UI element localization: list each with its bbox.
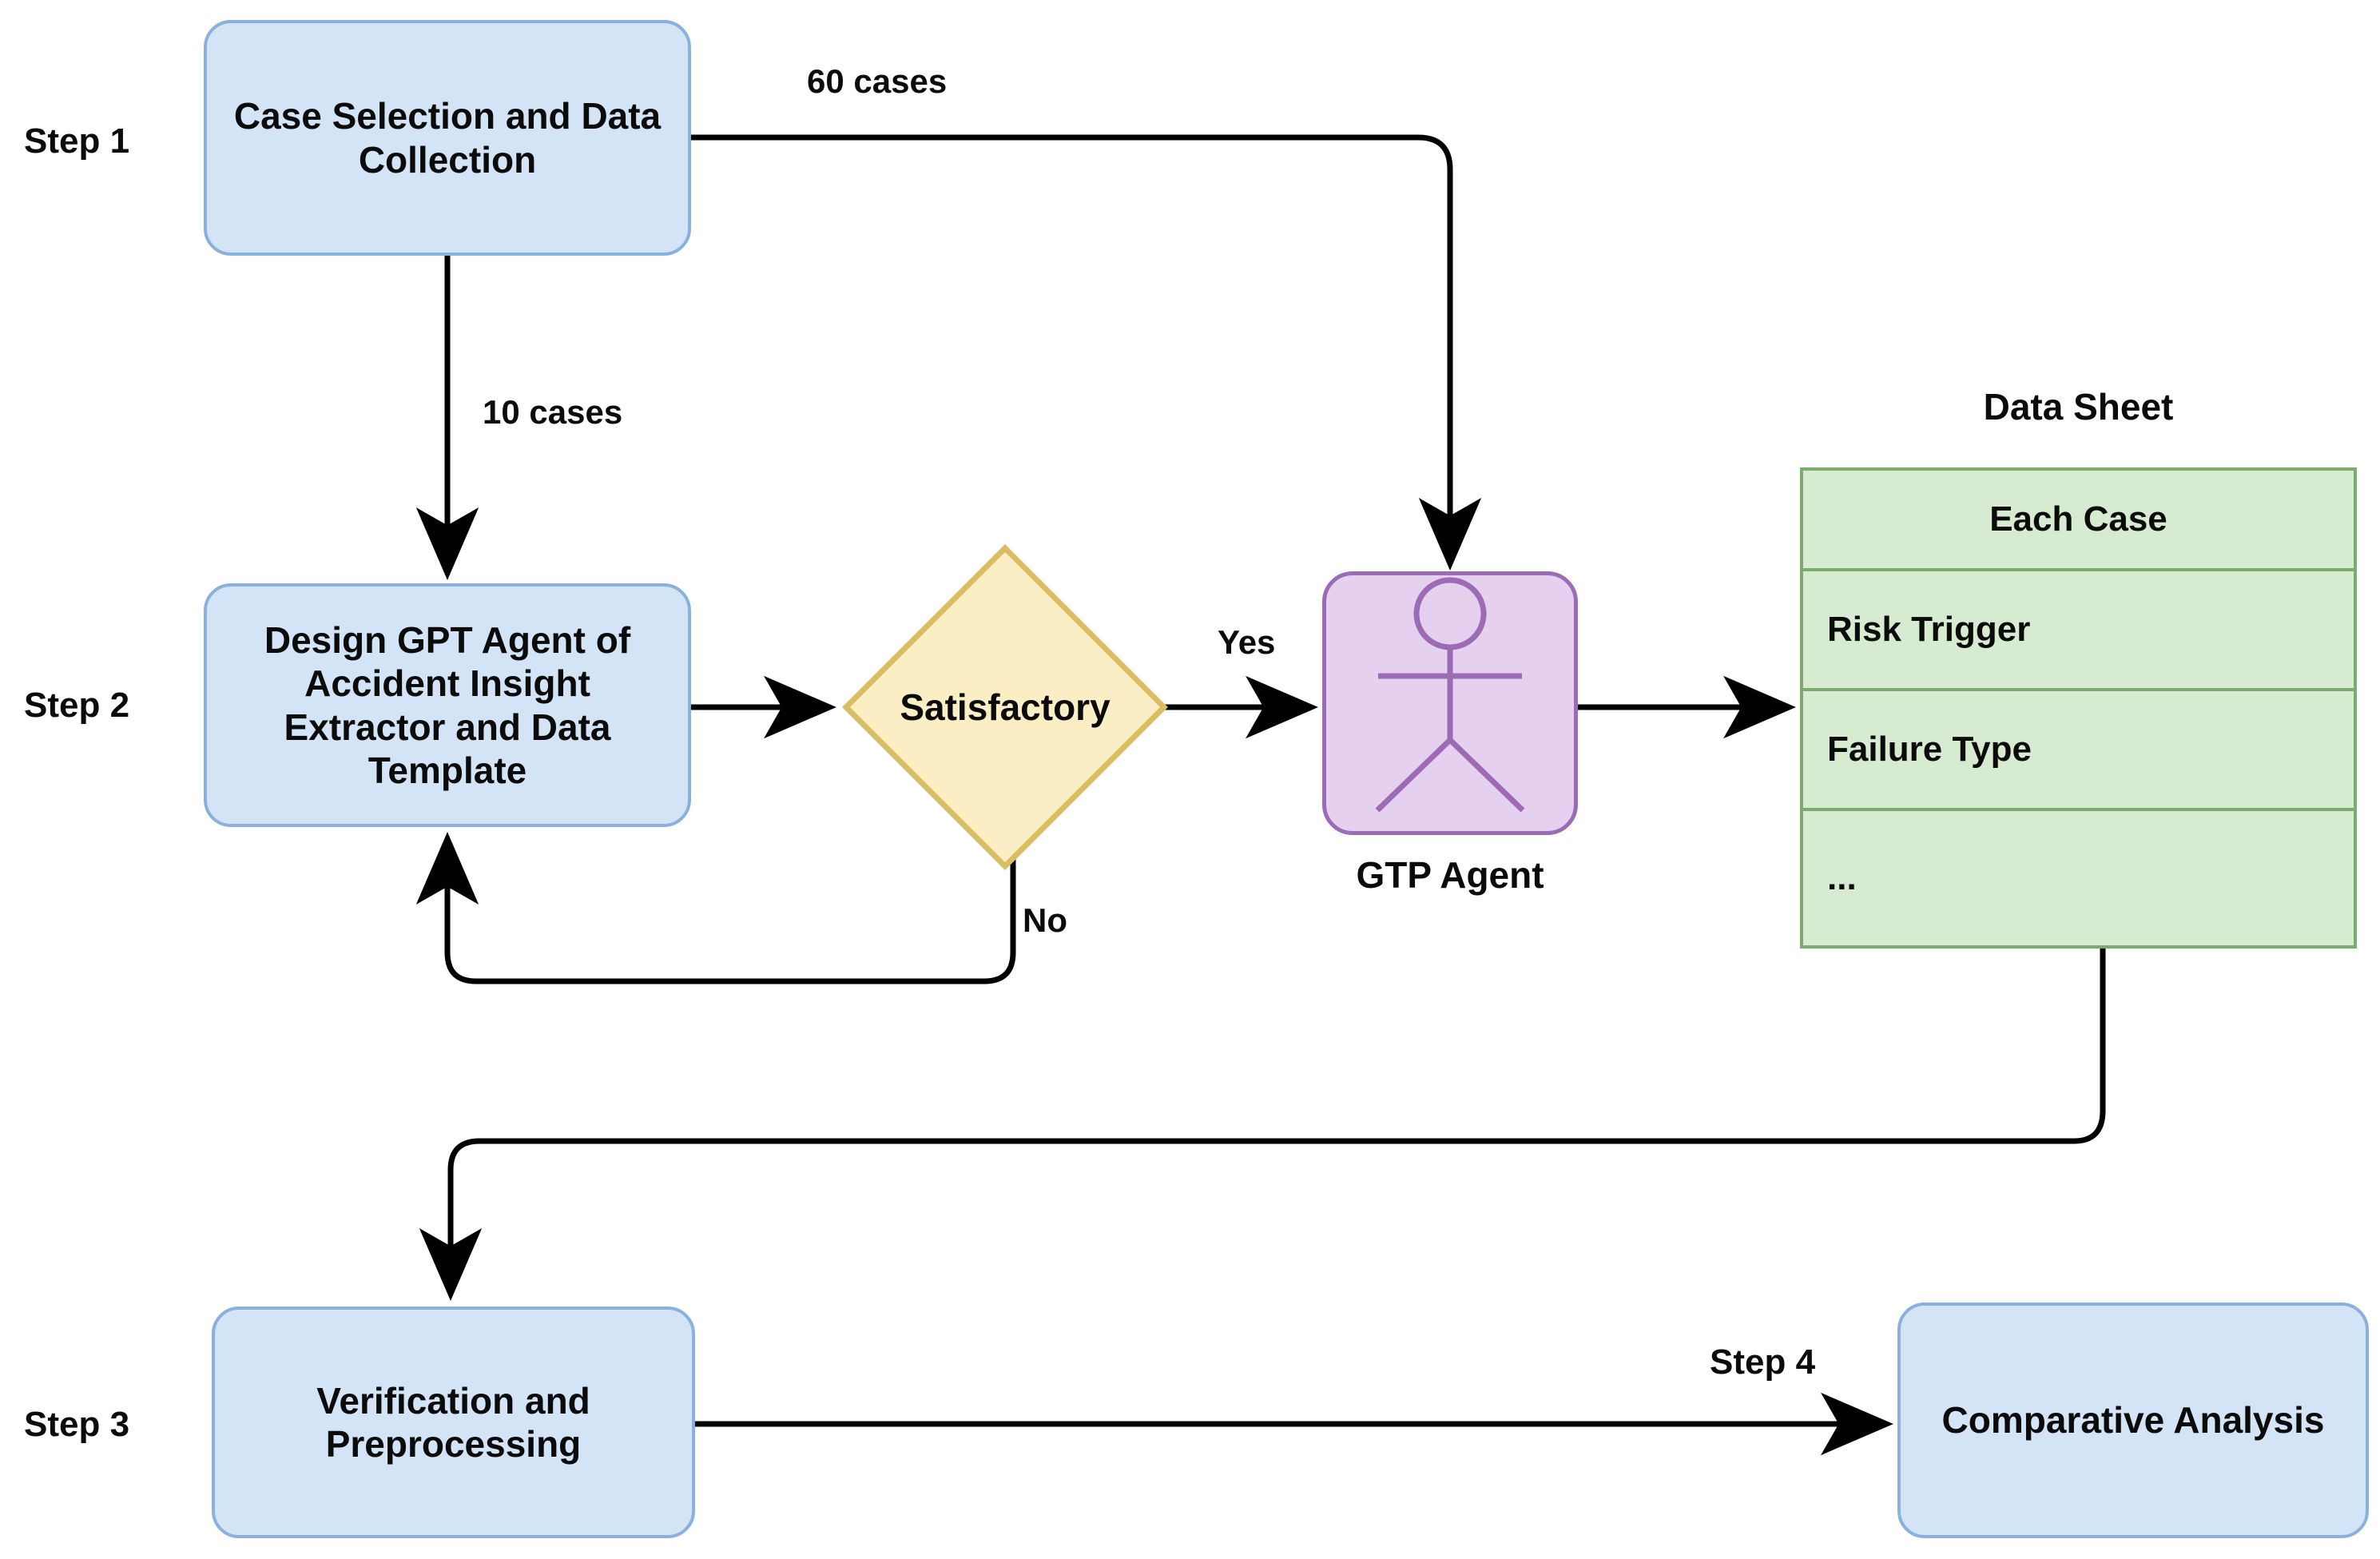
data-sheet-row[interactable]: Each Case xyxy=(1803,471,2354,571)
edge-label-no: No xyxy=(1023,901,1067,939)
node-design-gpt-agent[interactable]: Design GPT Agent of Accident Insight Ext… xyxy=(204,583,691,827)
node-case-selection-label: Case Selection and Data Collection xyxy=(233,95,662,181)
data-sheet-row[interactable]: Risk Trigger xyxy=(1803,571,2354,691)
node-verification-preprocessing-label: Verification and Preprocessing xyxy=(316,1379,590,1465)
node-comparative-analysis-label: Comparative Analysis xyxy=(1941,1399,2325,1442)
step-3-label: Step 3 xyxy=(24,1405,130,1444)
node-satisfactory-decision[interactable]: Satisfactory xyxy=(841,543,1169,871)
step-1-label: Step 1 xyxy=(24,121,130,161)
node-gpt-agent-caption: GTP Agent xyxy=(1356,854,1544,896)
step-2-label: Step 2 xyxy=(24,686,130,725)
node-satisfactory-label: Satisfactory xyxy=(900,686,1111,728)
data-sheet-row[interactable]: Failure Type xyxy=(1803,691,2354,811)
edge-label-yes: Yes xyxy=(1218,623,1276,661)
node-gpt-agent[interactable] xyxy=(1322,571,1578,835)
node-case-selection[interactable]: Case Selection and Data Collection xyxy=(204,20,691,256)
node-comparative-analysis[interactable]: Comparative Analysis xyxy=(1897,1302,2369,1538)
data-sheet-table: Each Case Risk Trigger Failure Type ... xyxy=(1800,467,2357,949)
stick-figure-icon xyxy=(1375,577,1525,813)
data-sheet-row[interactable]: ... xyxy=(1827,858,1857,897)
node-verification-preprocessing[interactable]: Verification and Preprocessing xyxy=(212,1306,695,1538)
edge-data-sheet-to-verification xyxy=(419,949,2106,1301)
edge-label-10-cases: 10 cases xyxy=(483,393,623,431)
diamond-shape xyxy=(842,544,1168,870)
node-design-gpt-agent-label: Design GPT Agent of Accident Insight Ext… xyxy=(264,618,631,791)
edge-label-60-cases: 60 cases xyxy=(807,62,948,100)
data-sheet-title: Data Sheet xyxy=(1983,386,2174,428)
edge-case-selection-to-gpt-agent xyxy=(691,134,1482,571)
step-4-label: Step 4 xyxy=(1710,1342,1816,1382)
